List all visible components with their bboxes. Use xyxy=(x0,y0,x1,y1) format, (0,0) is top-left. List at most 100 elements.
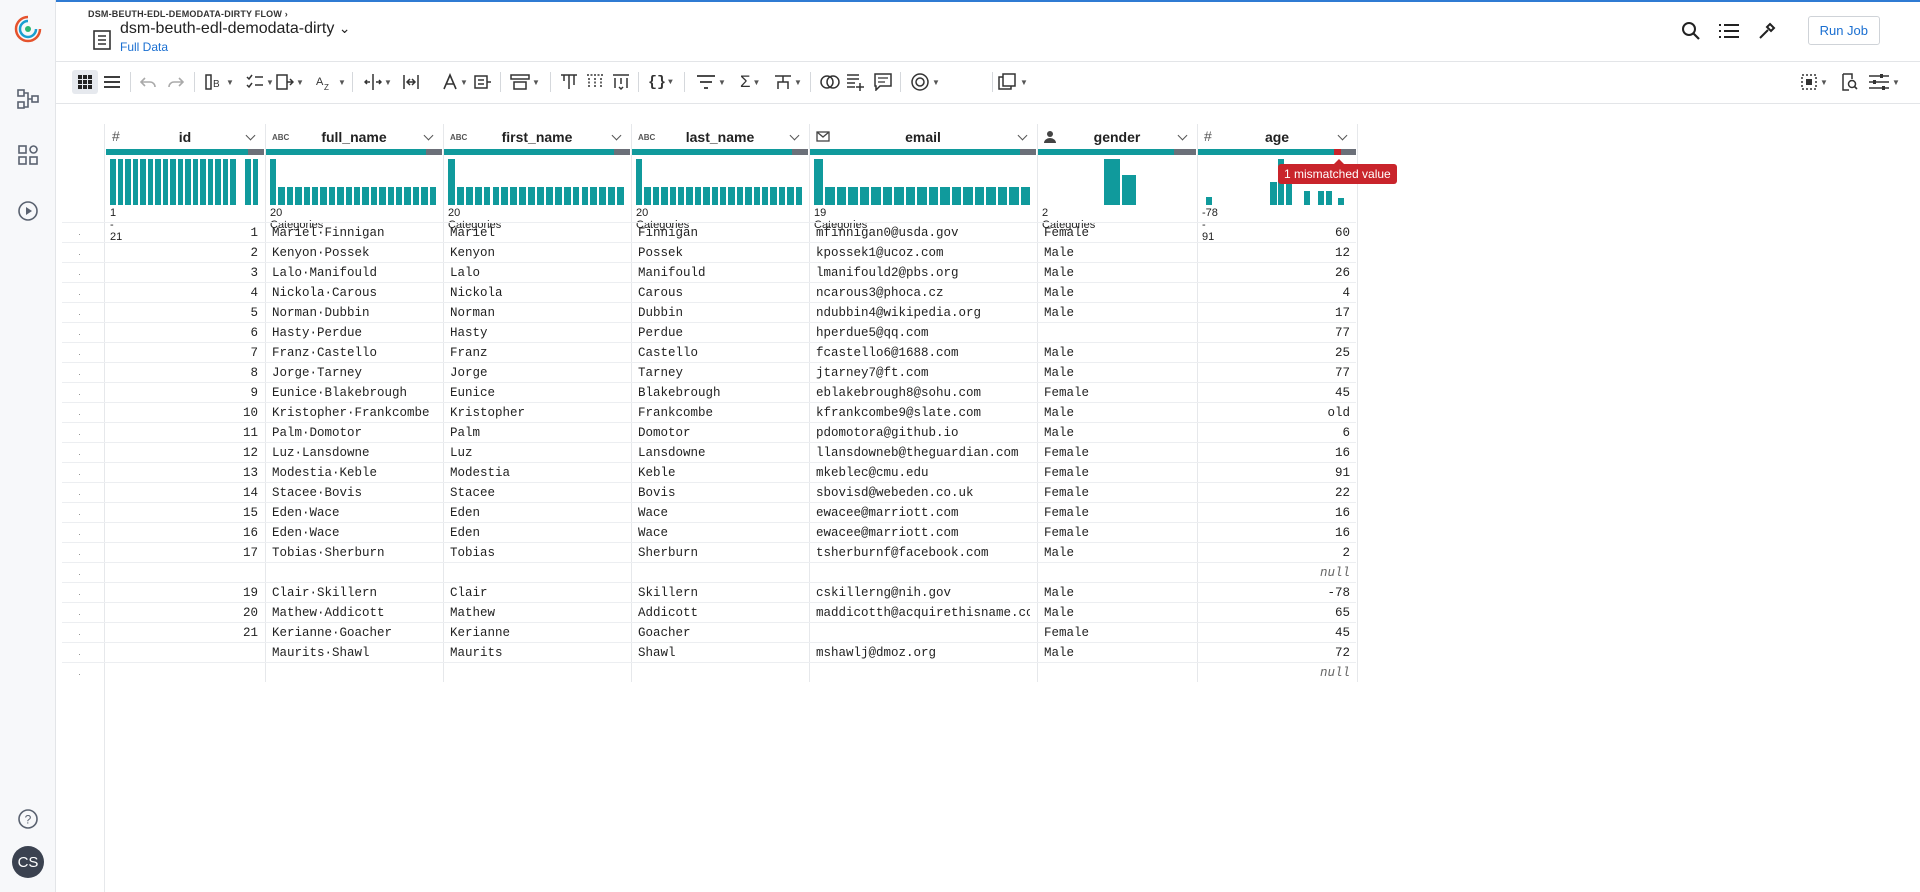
histogram-bar[interactable] xyxy=(295,186,302,205)
histogram-bar[interactable] xyxy=(795,186,802,205)
histogram-bar[interactable] xyxy=(192,159,198,205)
histogram-bar[interactable] xyxy=(200,159,206,205)
flow-name-dropdown[interactable]: dsm-beuth-edl-demodata-dirty ⌄ xyxy=(120,20,351,37)
histogram-bar[interactable] xyxy=(162,159,168,205)
histogram-bar[interactable] xyxy=(572,186,580,205)
cell-gender[interactable]: Male xyxy=(1044,546,1075,560)
braces-icon[interactable]: {}▼ xyxy=(648,73,673,91)
cell-full_name[interactable]: Palm·Domotor xyxy=(272,426,363,440)
histogram-bar[interactable] xyxy=(617,186,624,205)
histogram-bar[interactable] xyxy=(117,159,123,205)
cell-gender[interactable]: Female xyxy=(1044,526,1090,540)
cell-email[interactable]: mkeblec@cmu.edu xyxy=(816,466,929,480)
breadcrumb[interactable]: DSM-BEUTH-EDL-DEMODATA-DIRTY FLOW › xyxy=(88,9,288,19)
cell-first_name[interactable]: Mathew xyxy=(450,606,496,620)
histogram-bar[interactable] xyxy=(474,186,482,205)
cell-last_name[interactable]: Domotor xyxy=(638,426,691,440)
cell-age[interactable]: 45 xyxy=(1334,626,1350,640)
cell-full_name[interactable]: Mariel·Finnigan xyxy=(272,226,385,240)
transform-rows-icon[interactable] xyxy=(612,70,630,94)
cell-first_name[interactable]: Lalo xyxy=(450,266,481,280)
cell-full_name[interactable]: Norman·Dubbin xyxy=(272,306,370,320)
cell-full_name[interactable]: Kerianne·Goacher xyxy=(272,626,393,640)
histogram-bar[interactable] xyxy=(207,159,213,205)
histogram-bar[interactable] xyxy=(825,186,835,205)
histogram-bar[interactable] xyxy=(1286,168,1292,205)
column-list-icon[interactable] xyxy=(104,70,120,94)
cell-full_name[interactable]: Clair·Skillern xyxy=(272,586,378,600)
histogram-bar[interactable] xyxy=(448,159,455,205)
run-job-button[interactable]: Run Job xyxy=(1807,16,1880,45)
cell-email[interactable]: maddicotth@acquirethisname.com xyxy=(816,606,1030,620)
cell-first_name[interactable]: Kerianne xyxy=(450,626,511,640)
cell-email[interactable]: cskillerng@nih.gov xyxy=(816,586,952,600)
cell-age[interactable]: -78 xyxy=(1327,586,1350,600)
cell-last_name[interactable]: Carous xyxy=(638,286,684,300)
cell-full_name[interactable]: Stacee·Bovis xyxy=(272,486,363,500)
cell-age[interactable]: 2 xyxy=(1342,546,1350,560)
histogram-bar[interactable] xyxy=(814,159,824,205)
settings-sliders-icon[interactable]: ▼ xyxy=(1868,70,1900,94)
histogram-bar[interactable] xyxy=(421,186,428,205)
cell-age[interactable]: 60 xyxy=(1334,226,1350,240)
filter-icon[interactable]: ▼ xyxy=(696,70,726,94)
list-view-icon[interactable] xyxy=(1718,20,1740,42)
cell-first_name[interactable]: Franz xyxy=(450,346,488,360)
histogram-bar[interactable] xyxy=(745,186,752,205)
histogram-bar[interactable] xyxy=(519,186,527,205)
column-histogram[interactable] xyxy=(270,157,438,205)
histogram-bar[interactable] xyxy=(362,186,369,205)
histogram-bar[interactable] xyxy=(545,186,553,205)
column-header-id[interactable]: #id xyxy=(106,124,264,150)
cell-last_name[interactable]: Shawl xyxy=(638,646,676,660)
table-row[interactable]: ·null xyxy=(62,562,1356,582)
histogram-bar[interactable] xyxy=(836,186,847,205)
cell-id[interactable]: 13 xyxy=(242,466,258,480)
histogram-bar[interactable] xyxy=(396,186,403,205)
histogram-bar[interactable] xyxy=(753,186,760,205)
split-column-icon[interactable]: ▼ xyxy=(364,70,392,94)
select-area-icon[interactable]: ▼ xyxy=(1800,70,1828,94)
data-quality-bar[interactable] xyxy=(106,149,264,155)
histogram-bar[interactable] xyxy=(703,186,710,205)
cell-full_name[interactable]: Luz·Lansdowne xyxy=(272,446,370,460)
histogram-bar[interactable] xyxy=(215,159,221,205)
histogram-bar[interactable] xyxy=(1270,182,1277,205)
cell-id[interactable]: 9 xyxy=(250,386,258,400)
merge-columns-icon[interactable] xyxy=(402,70,420,94)
cell-email[interactable]: lmanifould2@pbs.org xyxy=(816,266,959,280)
cell-age[interactable]: old xyxy=(1327,406,1350,420)
cell-age[interactable]: 77 xyxy=(1334,326,1350,340)
column-header-age[interactable]: #age xyxy=(1198,124,1356,150)
cell-gender[interactable]: Male xyxy=(1044,406,1075,420)
cell-id[interactable]: 2 xyxy=(250,246,258,260)
cell-full_name[interactable]: Jorge·Tarney xyxy=(272,366,363,380)
histogram-bar[interactable] xyxy=(1020,186,1030,205)
cell-id[interactable]: 20 xyxy=(242,606,258,620)
cell-first_name[interactable]: Nickola xyxy=(450,286,503,300)
histogram-bar[interactable] xyxy=(728,186,735,205)
cell-first_name[interactable]: Kristopher xyxy=(450,406,526,420)
histogram-bar[interactable] xyxy=(312,186,319,205)
histogram-bar[interactable] xyxy=(590,186,598,205)
cell-last_name[interactable]: Possek xyxy=(638,246,684,260)
histogram-bar[interactable] xyxy=(379,186,386,205)
histogram-bar[interactable] xyxy=(303,186,310,205)
cell-full_name[interactable]: Hasty·Perdue xyxy=(272,326,363,340)
column-histogram[interactable] xyxy=(110,157,260,205)
cell-id[interactable]: 1 xyxy=(250,226,258,240)
search-icon[interactable] xyxy=(1680,20,1702,42)
histogram-bar[interactable] xyxy=(848,186,858,205)
cell-full_name[interactable]: Mathew·Addicott xyxy=(272,606,385,620)
histogram-bar[interactable] xyxy=(1318,191,1324,205)
cell-gender[interactable]: Female xyxy=(1044,446,1090,460)
histogram-bar[interactable] xyxy=(686,186,693,205)
cell-id[interactable]: 15 xyxy=(242,506,258,520)
pivot-icon[interactable]: ▼ xyxy=(774,70,802,94)
